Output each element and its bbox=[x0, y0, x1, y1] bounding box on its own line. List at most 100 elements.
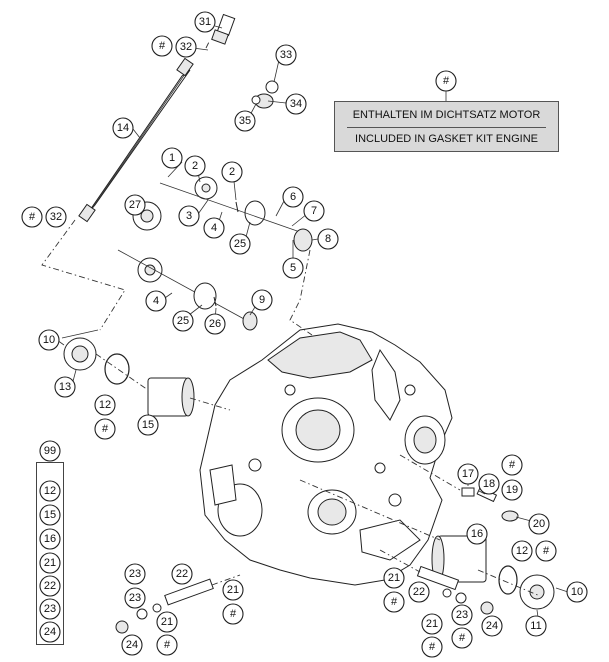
svg-text:2: 2 bbox=[192, 160, 198, 172]
callout-hash-23-right: # bbox=[451, 627, 473, 649]
oil-pump-cover-13 bbox=[61, 329, 99, 371]
svg-text:8: 8 bbox=[325, 233, 331, 245]
callout-27: 27 bbox=[124, 194, 146, 216]
callout-hash-21-right-top: # bbox=[383, 591, 405, 613]
callout-8: 8 bbox=[317, 228, 339, 250]
callout-19: 19 bbox=[501, 479, 523, 501]
callout-hash-19: # bbox=[501, 454, 523, 476]
svg-text:24: 24 bbox=[486, 620, 498, 632]
screen-filter-22-left bbox=[164, 578, 214, 606]
svg-text:15: 15 bbox=[44, 509, 56, 521]
callout-25-bottom: 25 bbox=[172, 310, 194, 332]
svg-text:23: 23 bbox=[129, 568, 141, 580]
svg-text:22: 22 bbox=[413, 586, 425, 598]
svg-text:13: 13 bbox=[59, 381, 71, 393]
svg-text:26: 26 bbox=[209, 318, 221, 330]
svg-text:32: 32 bbox=[180, 41, 192, 53]
svg-text:#: # bbox=[429, 641, 436, 653]
kit-item-22: 22 bbox=[39, 575, 61, 597]
callout-25-top: 25 bbox=[229, 233, 251, 255]
svg-text:34: 34 bbox=[290, 98, 302, 110]
plug-24-left bbox=[115, 603, 162, 634]
svg-text:15: 15 bbox=[142, 419, 154, 431]
svg-text:10: 10 bbox=[571, 586, 583, 598]
callout-hash-21-left-bottom: # bbox=[156, 634, 178, 656]
callout-14: 14 bbox=[112, 117, 134, 139]
kit-number-99: 99 bbox=[39, 440, 61, 462]
oil-pump-lower-assembly bbox=[117, 249, 258, 331]
svg-text:24: 24 bbox=[44, 626, 56, 638]
svg-text:16: 16 bbox=[44, 533, 56, 545]
svg-text:#: # bbox=[459, 632, 466, 644]
oil-line-14 bbox=[78, 57, 194, 223]
kit-item-24: 24 bbox=[39, 621, 61, 643]
svg-text:11: 11 bbox=[530, 620, 541, 632]
svg-text:18: 18 bbox=[483, 478, 495, 490]
legend-divider bbox=[347, 127, 546, 128]
svg-text:21: 21 bbox=[227, 584, 239, 596]
svg-text:31: 31 bbox=[199, 16, 211, 28]
svg-text:24: 24 bbox=[126, 639, 138, 651]
svg-text:23: 23 bbox=[456, 609, 468, 621]
callout-4-top: 4 bbox=[203, 217, 225, 239]
svg-text:4: 4 bbox=[211, 222, 217, 234]
callout-6: 6 bbox=[282, 186, 304, 208]
svg-text:32: 32 bbox=[50, 211, 62, 223]
svg-text:19: 19 bbox=[506, 484, 518, 496]
callout-24-right: 24 bbox=[481, 615, 503, 637]
callout-hash-23-left: 23 bbox=[124, 563, 146, 585]
svg-text:#: # bbox=[391, 596, 398, 608]
oil-filter-15 bbox=[147, 377, 195, 417]
svg-text:4: 4 bbox=[153, 295, 159, 307]
svg-text:21: 21 bbox=[388, 572, 400, 584]
plug-24-right bbox=[442, 588, 494, 615]
svg-text:12: 12 bbox=[44, 485, 56, 497]
svg-text:#: # bbox=[543, 545, 550, 557]
callout-5: 5 bbox=[282, 257, 304, 279]
callout-23-right: 23 bbox=[451, 604, 473, 626]
svg-text:10: 10 bbox=[43, 334, 55, 346]
kit-item-16: 16 bbox=[39, 528, 61, 550]
oil-filter-16 bbox=[431, 535, 487, 583]
callout-hash-32-top: # bbox=[151, 35, 173, 57]
callout-3: 3 bbox=[178, 205, 200, 227]
callout-2-right: 2 bbox=[221, 161, 243, 183]
svg-text:21: 21 bbox=[161, 616, 173, 628]
kit-item-21: 21 bbox=[39, 552, 61, 574]
callout-31: 31 bbox=[194, 11, 216, 33]
callout-7: 7 bbox=[303, 200, 325, 222]
svg-text:2: 2 bbox=[229, 166, 235, 178]
callout-hash-21-right-bottom: # bbox=[421, 636, 443, 658]
oil-pressure-switch bbox=[211, 13, 236, 45]
svg-text:#: # bbox=[509, 459, 516, 471]
svg-text:35: 35 bbox=[239, 115, 251, 127]
callout-11: 11 bbox=[525, 615, 547, 637]
kit-item-12: 12 bbox=[39, 480, 61, 502]
svg-text:25: 25 bbox=[234, 238, 246, 250]
svg-text:27: 27 bbox=[129, 199, 141, 211]
svg-text:21: 21 bbox=[44, 557, 56, 569]
svg-text:25: 25 bbox=[177, 315, 189, 327]
callout-20: 20 bbox=[528, 513, 550, 535]
callout-12-right: 12 bbox=[511, 540, 533, 562]
legend-hash-symbol: # bbox=[435, 70, 457, 92]
callout-33: 33 bbox=[275, 44, 297, 66]
callout-17: 17 bbox=[457, 463, 479, 485]
svg-text:5: 5 bbox=[290, 262, 296, 274]
svg-text:3: 3 bbox=[186, 210, 192, 222]
svg-text:12: 12 bbox=[516, 545, 528, 557]
svg-text:#: # bbox=[102, 423, 109, 435]
callout-34: 34 bbox=[285, 93, 307, 115]
o-ring-right bbox=[498, 565, 518, 595]
svg-text:20: 20 bbox=[533, 518, 545, 530]
banjo-fitting-33-34 bbox=[251, 80, 279, 109]
svg-text:#: # bbox=[164, 639, 171, 651]
engine-crankcase bbox=[199, 323, 453, 586]
svg-text:23: 23 bbox=[44, 603, 56, 615]
callout-hash-12-right: # bbox=[535, 540, 557, 562]
callout-24-left: 24 bbox=[121, 634, 143, 656]
assembly-lines bbox=[41, 39, 541, 597]
svg-text:22: 22 bbox=[44, 580, 56, 592]
svg-text:#: # bbox=[29, 211, 36, 223]
